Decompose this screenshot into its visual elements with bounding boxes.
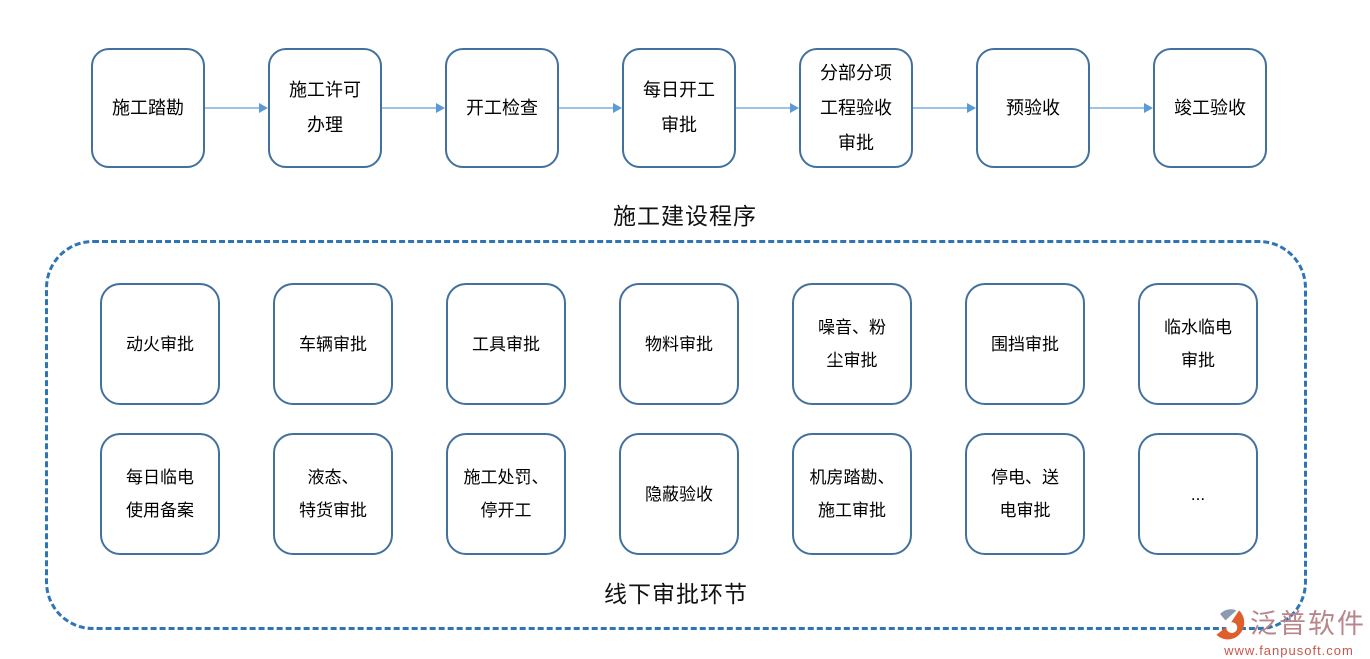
construction-flow-row: 施工踏勘 施工许可 办理 开工检查 每日开工 审批 分部分项 工程验收 审批 预… (91, 48, 1267, 168)
flow-node-label: 每日开工 审批 (643, 80, 715, 135)
flow-node-completion-acceptance: 竣工验收 (1153, 48, 1267, 168)
approval-node-vehicle: 车辆审批 (273, 283, 393, 405)
offline-approval-container: 动火审批 车辆审批 工具审批 物料审批 噪音、粉 尘审批 围挡审批 临水临电 审… (45, 240, 1307, 630)
flow-node-pre-acceptance: 预验收 (976, 48, 1090, 168)
approval-node-label: 每日临电 使用备案 (126, 468, 194, 520)
approval-node-label: 临水临电 审批 (1164, 318, 1232, 370)
flow-node-permit: 施工许可 办理 (268, 48, 382, 168)
approval-node-label: 机房踏勘、 施工审批 (809, 468, 895, 520)
approval-node-noise-dust: 噪音、粉 尘审批 (792, 283, 912, 405)
approval-node-label: 噪音、粉 尘审批 (818, 318, 886, 370)
approval-node-label: 工具审批 (472, 334, 540, 354)
brand-name: 泛普软件 (1250, 608, 1366, 639)
flow-node-start-check: 开工检查 (445, 48, 559, 168)
approval-node-hot-work: 动火审批 (100, 283, 220, 405)
approval-node-label: 施工处罚、 停开工 (463, 468, 549, 520)
approval-node-ellipsis: ... (1138, 433, 1258, 555)
brand-watermark[interactable]: 泛普软件 www.fanpusoft.com (1212, 606, 1366, 657)
approval-node-daily-temp-power: 每日临电 使用备案 (100, 433, 220, 555)
approval-node-penalty-stop-work: 施工处罚、 停开工 (446, 433, 566, 555)
flow-node-label: 竣工验收 (1174, 97, 1246, 118)
approval-node-liquid-special-goods: 液态、 特货审批 (273, 433, 393, 555)
fanpu-logo-icon (1212, 606, 1248, 642)
flow-node-label: 预验收 (1006, 97, 1060, 118)
approval-node-label: 围挡审批 (991, 334, 1059, 354)
offline-approval-grid: 动火审批 车辆审批 工具审批 物料审批 噪音、粉 尘审批 围挡审批 临水临电 审… (100, 283, 1258, 555)
offline-approval-title: 线下审批环节 (604, 581, 748, 607)
construction-flow-title: 施工建设程序 (613, 203, 757, 229)
brand-url[interactable]: www.fanpusoft.com (1224, 643, 1354, 658)
flow-node-label: 施工踏勘 (112, 97, 184, 118)
approval-node-label: 隐蔽验收 (645, 484, 713, 504)
approval-node-label: 车辆审批 (299, 334, 367, 354)
approval-node-label: 停电、送 电审批 (991, 468, 1059, 520)
approval-node-enclosure: 围挡审批 (965, 283, 1085, 405)
arrow-right-icon (736, 48, 799, 168)
approval-node-materials: 物料审批 (619, 283, 739, 405)
approval-node-label: 液态、 特货审批 (299, 468, 367, 520)
flow-node-daily-start-approval: 每日开工 审批 (622, 48, 736, 168)
arrow-right-icon (382, 48, 445, 168)
approval-node-temp-water-power: 临水临电 审批 (1138, 283, 1258, 405)
approval-node-label: ... (1190, 484, 1206, 504)
approval-node-label: 动火审批 (126, 334, 194, 354)
approval-node-machine-room-survey: 机房踏勘、 施工审批 (792, 433, 912, 555)
flow-node-label: 开工检查 (466, 97, 538, 118)
arrow-right-icon (205, 48, 268, 168)
arrow-right-icon (559, 48, 622, 168)
arrow-right-icon (1090, 48, 1153, 168)
approval-node-power-off-on: 停电、送 电审批 (965, 433, 1085, 555)
arrow-right-icon (913, 48, 976, 168)
flow-node-label: 施工许可 办理 (289, 80, 361, 135)
approval-node-tools: 工具审批 (446, 283, 566, 405)
flow-node-site-survey: 施工踏勘 (91, 48, 205, 168)
flow-node-subsection-acceptance: 分部分项 工程验收 审批 (799, 48, 913, 168)
approval-node-label: 物料审批 (645, 334, 713, 354)
flow-node-label: 分部分项 工程验收 审批 (820, 62, 892, 153)
approval-node-concealed-acceptance: 隐蔽验收 (619, 433, 739, 555)
